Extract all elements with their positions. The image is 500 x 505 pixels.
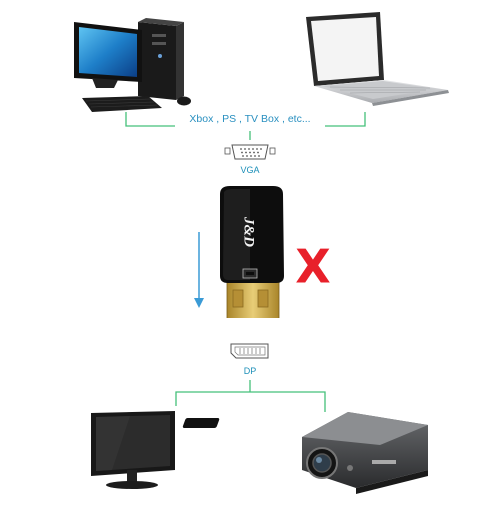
source-devices-label: Xbox , PS , TV Box , etc... [189,113,311,125]
dp-port-icon [230,343,269,359]
desktop-computer-icon [74,18,191,112]
source-connector-lines [125,112,366,140]
vga-to-dp-adapter [220,186,284,318]
dp-port-label: DP [243,366,257,376]
vga-port-label: VGA [240,165,260,175]
adapter-brand-logo: J&D [241,216,257,247]
laptop-icon [306,12,449,106]
incompatible-cross-icon: X [295,240,330,294]
monitor-icon [91,411,175,489]
target-connector-lines [175,380,326,412]
projector-icon [182,412,428,494]
vga-port-icon [224,144,276,160]
direction-arrow-icon [194,232,204,308]
